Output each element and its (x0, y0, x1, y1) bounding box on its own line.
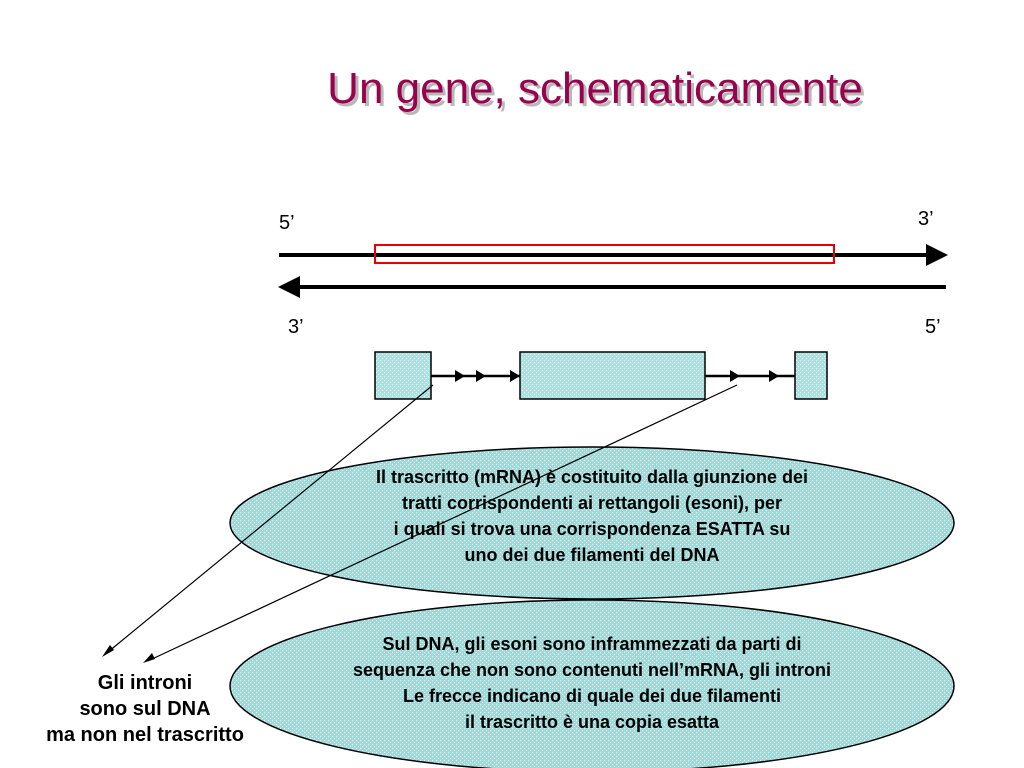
intron-2-arrow-a (730, 370, 740, 382)
top-strand-arrowhead (926, 244, 948, 266)
ellipse1-line-3: i quali si trova una corrispondenza ESAT… (393, 519, 791, 539)
intron-2-arrow-b (769, 370, 779, 382)
intron-1-arrow-a (455, 370, 465, 382)
top-strand-3-prime-label: 3’ (918, 208, 934, 230)
ellipse2-line-4: il trascritto è una copia esatta (464, 712, 720, 732)
slide-title: Un gene, schematicamente (327, 64, 863, 113)
ellipse2-line-3: Le frecce indicano di quale dei due fila… (402, 686, 782, 706)
bottom-strand-3-prime-label: 3’ (288, 316, 304, 338)
top-strand-5-prime-label: 5’ (279, 212, 295, 234)
exon-1 (374, 351, 432, 400)
exon-3 (794, 351, 828, 400)
introns-explanation-ellipse (229, 599, 955, 768)
transcript-explanation-ellipse (229, 446, 955, 600)
intron-2-pointer-arrowhead (143, 653, 155, 663)
intron-1-arrow-c (510, 370, 520, 382)
bottom-strand-5-prime-label: 5’ (925, 316, 941, 338)
ellipse2-line-2: sequenza che non sono contenuti nell’mRN… (352, 660, 832, 680)
ellipse1-line-1: Il trascritto (mRNA) è costituito dalla … (375, 467, 809, 487)
ellipse1-line-2: tratti corrispondenti ai rettangoli (eso… (401, 493, 783, 513)
intron-2-pointer-line (149, 384, 738, 661)
intron-1-pointer-arrowhead (102, 645, 114, 657)
note-line-1: Gli introni (97, 672, 193, 694)
transcript-explanation-text: Il trascritto (mRNA) è costituito dalla … (260, 464, 924, 568)
gene-region-highlight (374, 244, 835, 264)
exon-2 (519, 351, 706, 400)
introns-side-note: Gli introni sono sul DNA ma non nel tras… (10, 670, 280, 748)
introns-explanation-text: Sul DNA, gli esoni sono inframmezzati da… (260, 631, 924, 735)
ellipse2-line-1: Sul DNA, gli esoni sono inframmezzati da… (382, 634, 802, 654)
intron-1-pointer-line (107, 384, 434, 653)
note-line-3: ma non nel trascritto (46, 724, 244, 746)
bottom-strand-arrowhead (278, 276, 300, 298)
ellipse1-line-4: uno dei due filamenti del DNA (464, 545, 720, 565)
note-line-2: sono sul DNA (79, 698, 211, 720)
intron-1-arrow-b (476, 370, 486, 382)
